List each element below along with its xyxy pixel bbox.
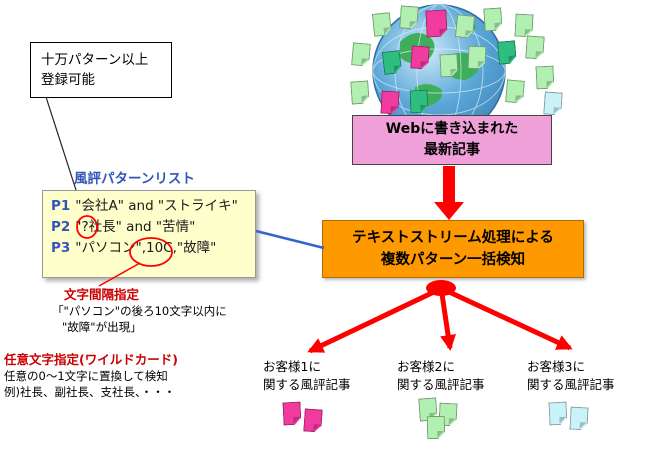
sticky-note	[535, 66, 554, 90]
pattern-row-p3: P3"パソコン",10C,"故障"	[51, 238, 255, 259]
pattern-text-p1: "会社A" and "ストライキ"	[75, 198, 238, 214]
sticky-note	[514, 14, 533, 38]
callout-pointer-line	[45, 96, 77, 191]
arrow-to-customer-2	[439, 293, 457, 351]
text-stream-process-box: テキストストリーム処理による 複数パターン一括検知	[322, 220, 584, 278]
pattern-text-p3: "パソコン",10C,"故障"	[75, 240, 217, 256]
sticky-note	[497, 40, 517, 64]
customer-1-line1: お客様1に	[263, 359, 321, 374]
sticky-note	[525, 35, 545, 59]
customer-1-note	[303, 408, 323, 432]
pattern-row-p1: P1"会社A" and "ストライキ"	[51, 196, 255, 217]
arrow-to-customer-3	[445, 288, 573, 351]
wildcard-annotation-desc2: 例)社長、副社長、支社長、・・・	[4, 385, 176, 399]
sticky-note	[505, 79, 525, 103]
customer-3-note	[569, 407, 588, 431]
callout-box: 十万パターン以上 登録可能	[30, 42, 172, 98]
interval-annotation-title: 文字間隔指定	[64, 287, 140, 302]
process-box-line2: 複数パターン一括検知	[380, 252, 526, 268]
pattern-id-p1: P1	[51, 198, 71, 214]
fan-origin-ellipse	[426, 280, 456, 296]
pattern-text-p2: "?社長" and "苦情"	[75, 219, 196, 235]
web-articles-box: Webに書き込まれた 最新記事	[352, 115, 552, 165]
pattern-list-title: 風評パターンリスト	[74, 171, 195, 187]
process-box-line1: テキストストリーム処理による	[352, 230, 554, 246]
arrow-to-customer-1	[307, 288, 438, 354]
web-to-process-arrow	[434, 166, 464, 220]
customer-3-label: お客様3に 関する風評記事	[527, 358, 615, 394]
pattern-row-p2: P2"?社長" and "苦情"	[51, 217, 255, 238]
wildcard-annotation-desc1: 任意の0〜1文字に置換して検知	[4, 369, 168, 383]
sticky-note	[351, 42, 371, 66]
interval-annotation-desc2: "故障"が出現」	[62, 320, 142, 334]
customer-1-note	[282, 402, 301, 426]
pattern-id-p3: P3	[51, 240, 71, 256]
pattern-to-process-connector	[255, 229, 325, 250]
customer-3-line2: 関する風評記事	[527, 377, 615, 392]
customer-2-label: お客様2に 関する風評記事	[397, 358, 485, 394]
customer-1-line2: 関する風評記事	[263, 377, 351, 392]
web-box-line1: Webに書き込まれた	[385, 121, 519, 137]
customer-3-line1: お客様3に	[527, 359, 585, 374]
customer-1-label: お客様1に 関する風評記事	[263, 358, 351, 394]
pattern-list-box: P1"会社A" and "ストライキ" P2"?社長" and "苦情" P3"…	[42, 190, 256, 278]
interval-annotation-desc1: 「"パソコン"の後ろ10文字以内に	[52, 304, 227, 318]
customer-2-line1: お客様2に	[397, 359, 455, 374]
callout-line2: 登録可能	[41, 72, 95, 88]
sticky-note	[350, 80, 370, 104]
web-box-line2: 最新記事	[424, 142, 480, 158]
callout-line1: 十万パターン以上	[41, 52, 149, 68]
customer-2-note	[427, 416, 445, 439]
pattern-id-p2: P2	[51, 219, 71, 235]
sticky-note	[543, 91, 563, 115]
customer-2-line2: 関する風評記事	[397, 377, 485, 392]
wildcard-annotation-title: 任意文字指定(ワイルドカード)	[4, 352, 178, 367]
customer-3-note	[548, 402, 567, 426]
